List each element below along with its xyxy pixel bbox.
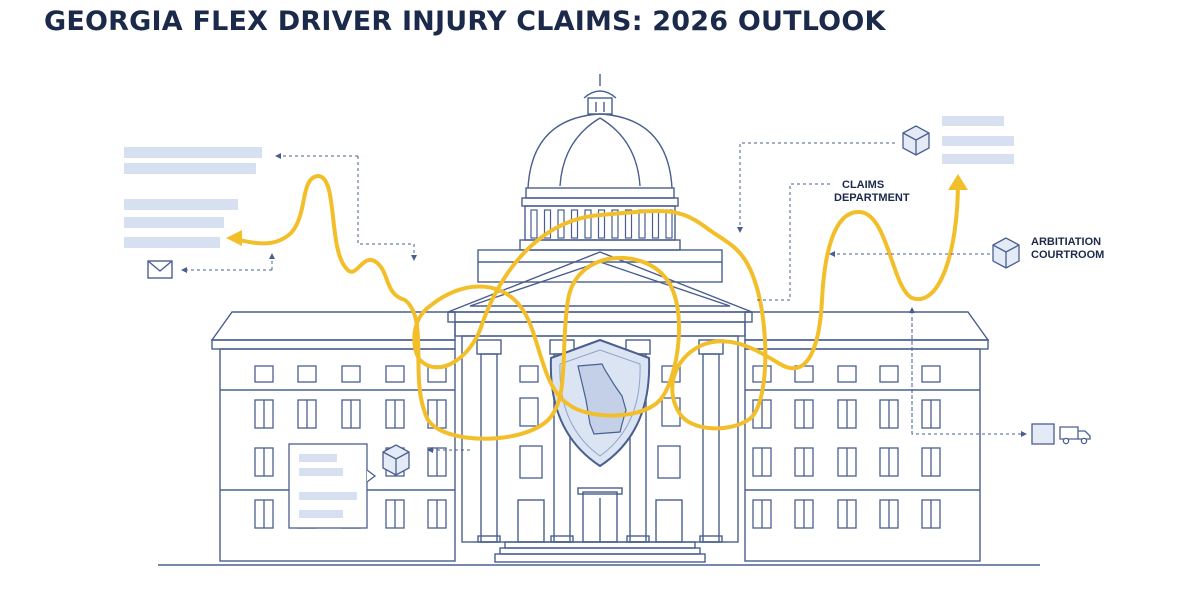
right-arrowhead [948, 174, 968, 190]
column [480, 353, 498, 543]
column-base [699, 535, 723, 543]
left-arrowhead [226, 230, 242, 246]
claims-department-label: CLAIMS DEPARTMENT [834, 179, 910, 205]
window [519, 397, 539, 427]
dome-column [543, 209, 552, 239]
window [519, 365, 539, 383]
dome-column [611, 209, 619, 239]
column-base [477, 535, 501, 543]
window [254, 365, 274, 383]
claims-flow-curve [230, 174, 960, 441]
window [752, 365, 772, 383]
left-document-bars [124, 147, 262, 248]
cube-icon [902, 125, 930, 156]
dome-column [651, 209, 660, 239]
dome-column [584, 209, 592, 239]
right-wing [744, 311, 990, 562]
dome-column [624, 209, 633, 239]
window [879, 365, 899, 383]
dome-column [570, 209, 579, 239]
claims-label-line2: DEPARTMENT [834, 192, 910, 204]
right-document-bars [942, 116, 1014, 164]
arbitration-courtroom-label: ARBITIATION COURTROOM [1031, 236, 1104, 262]
dome-column [638, 209, 646, 239]
window [385, 365, 405, 383]
window [657, 445, 681, 479]
claims-label-line1: CLAIMS [842, 179, 885, 191]
dashed-connectors [181, 142, 1027, 453]
window [519, 445, 543, 479]
cube-icon [992, 237, 1020, 269]
document-panel [288, 443, 377, 529]
truck-icon [1059, 426, 1091, 445]
window [341, 365, 361, 383]
window [921, 365, 941, 383]
column [702, 353, 720, 543]
arbitration-label-line2: COURTROOM [1031, 249, 1105, 261]
dome-column [530, 209, 538, 239]
arbitration-label-line1: ARBITIATION [1031, 236, 1102, 248]
mail-icon [147, 260, 173, 279]
dome-column [597, 209, 606, 239]
window [297, 365, 317, 383]
capitol-dome [519, 74, 681, 251]
right-windows [752, 365, 941, 529]
dome-column [665, 209, 673, 239]
window [837, 365, 857, 383]
cube-icon [382, 444, 410, 476]
central-portico [447, 249, 753, 563]
package-box-icon [1031, 423, 1055, 445]
column-capital [476, 339, 502, 355]
page-title: GEORGIA FLEX DRIVER INJURY CLAIMS: 2026 … [44, 6, 886, 37]
